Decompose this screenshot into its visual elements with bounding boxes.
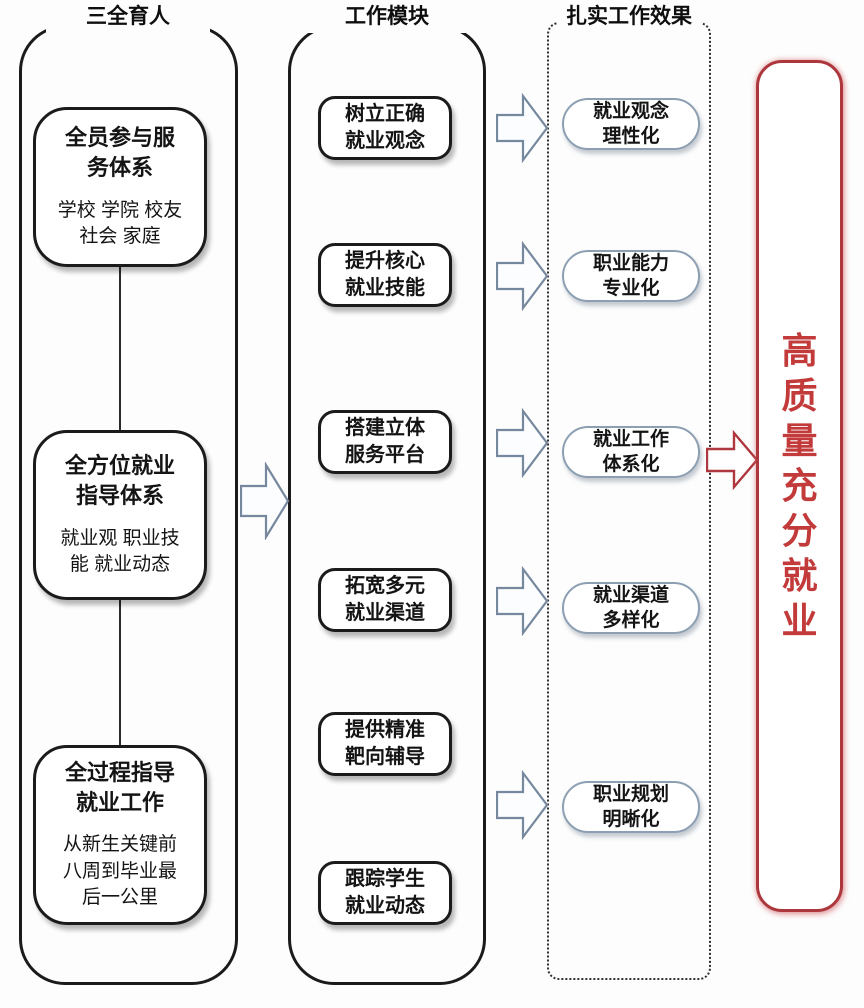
pillar-box-subtitle: 就业观 职业技 能 就业动态 xyxy=(60,527,180,576)
pillar-box-subtitle: 从新生关键前 八周到毕业最 后一公里 xyxy=(62,834,177,909)
module-box: 树立正确 就业观念 xyxy=(318,96,452,160)
effects-column-container xyxy=(547,22,711,980)
module-effect-arrow-icon xyxy=(495,769,549,845)
effect-pill: 职业能力 专业化 xyxy=(562,250,700,302)
pillar-box-all-staff: 全员参与服 务体系 学校 学院 校友 社会 家庭 xyxy=(33,107,207,267)
module-box: 提升核心 就业技能 xyxy=(318,243,452,307)
vertical-connector-line xyxy=(119,267,121,430)
pillar-box-all-round: 全方位就业 指导体系 就业观 职业技 能 就业动态 xyxy=(33,430,207,600)
module-box: 拓宽多元 就业渠道 xyxy=(318,568,452,632)
module-box: 跟踪学生 就业动态 xyxy=(318,861,452,925)
effects-outcome-arrow-icon xyxy=(705,429,759,495)
module-effect-arrow-icon xyxy=(495,92,549,168)
effect-pill: 职业规划 明晰化 xyxy=(562,781,700,833)
module-effect-arrow-icon xyxy=(495,240,549,316)
module-box: 搭建立体 服务平台 xyxy=(318,410,452,474)
effect-pill: 就业渠道 多样化 xyxy=(562,582,700,634)
outcome-vertical-text: 高质量充分就业 xyxy=(781,330,818,641)
vertical-connector-line xyxy=(119,600,121,745)
module-box: 提供精准 靶向辅导 xyxy=(318,712,452,776)
module-effect-arrow-icon xyxy=(495,407,549,483)
outcome-box: 高质量充分就业 xyxy=(756,60,843,912)
pillar-box-whole-process: 全过程指导 就业工作 从新生关键前 八周到毕业最 后一公里 xyxy=(33,745,207,925)
effect-pill: 就业观念 理性化 xyxy=(562,98,700,150)
module-effect-arrow-icon xyxy=(495,565,549,641)
pillar-column-header: 三全育人 xyxy=(46,4,210,34)
effect-pill: 就业工作 体系化 xyxy=(562,426,700,478)
modules-column-container xyxy=(288,25,486,985)
effects-column-header: 扎实工作效果 xyxy=(557,4,701,34)
column-flow-arrow-icon xyxy=(239,461,290,545)
modules-column-header: 工作模块 xyxy=(305,4,469,34)
pillar-box-title: 全过程指导 就业工作 xyxy=(64,759,175,815)
pillar-box-title: 全员参与服 务体系 xyxy=(64,125,175,180)
pillar-box-subtitle: 学校 学院 校友 社会 家庭 xyxy=(57,199,183,248)
pillar-box-title: 全方位就业 指导体系 xyxy=(64,453,175,508)
